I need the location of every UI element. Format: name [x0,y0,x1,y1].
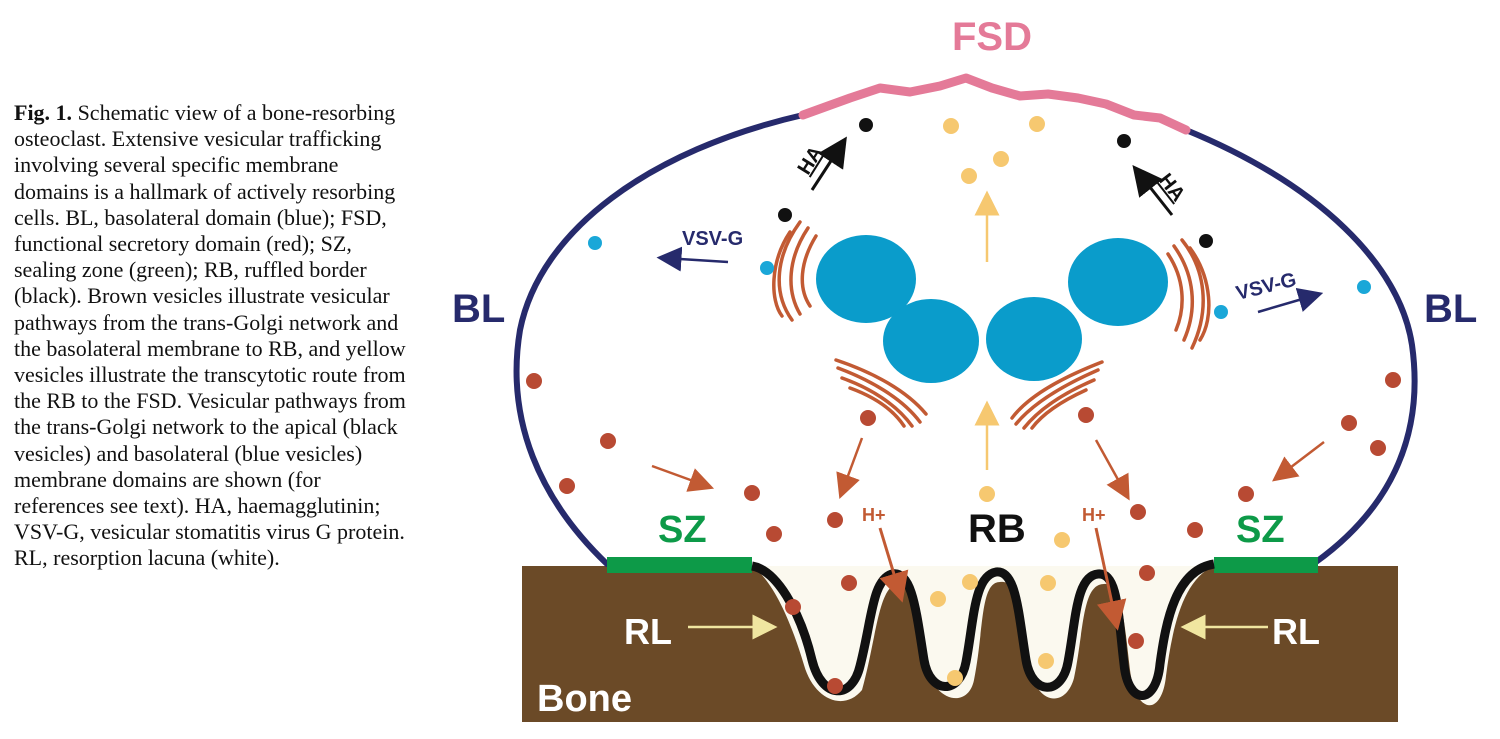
label-sz-right: SZ [1236,509,1285,551]
label-bl-right: BL [1424,287,1477,331]
golgi-bottom-right [1010,360,1104,430]
basolateral-membrane [513,112,1418,567]
label-fsd: FSD [952,15,1032,59]
sealing-zone-right [1214,557,1318,573]
label-bl-left: BL [452,287,505,331]
vsvg-arrow-right [1257,287,1324,314]
sealing-zone-left [607,557,752,573]
brown-arrow-left-outer [651,464,715,492]
ruffled-border [750,559,1216,700]
label-rl-right: RL [1272,611,1320,652]
label-hplus-right: H+ [1082,505,1106,525]
golgi-right [1166,238,1211,350]
hplus-arrow-right [1094,527,1127,631]
figure-caption: Fig. 1. Schematic view of a bone-resorbi… [14,100,414,572]
blue-vesicles [588,236,1371,319]
ha-arrow-right [1132,164,1174,216]
caption-text: Schematic view of a bone-resorbing osteo… [14,100,406,571]
nucleus [1068,238,1168,326]
resorption-lacuna [752,566,1214,706]
brown-arrow-right-outer [1272,441,1325,482]
label-vsvg-right: VSV-G [1234,269,1299,305]
nucleus [986,297,1082,381]
black-vesicles [778,118,1213,248]
nucleus [883,299,979,383]
nucleus [816,235,916,323]
brown-arrow-left-inner [836,437,864,500]
brown-arrow-right-inner [1094,439,1130,501]
caption-label: Fig. 1. [14,100,73,125]
label-vsvg-left: VSV-G [682,228,743,250]
golgi-bottom-left [834,358,928,428]
hplus-arrow-left [878,527,909,603]
ha-arrow-left [810,136,847,191]
brown-vesicles [526,372,1401,694]
functional-secretory-domain [798,73,1191,135]
label-rb: RB [968,507,1026,551]
vsvg-arrow-left [656,246,729,272]
label-rl-left: RL [624,611,672,652]
label-hplus-left: H+ [862,505,886,525]
yellow-vesicles [930,116,1070,686]
golgi-left [772,220,818,322]
label-bone: Bone [537,678,632,720]
label-sz-left: SZ [658,509,707,551]
